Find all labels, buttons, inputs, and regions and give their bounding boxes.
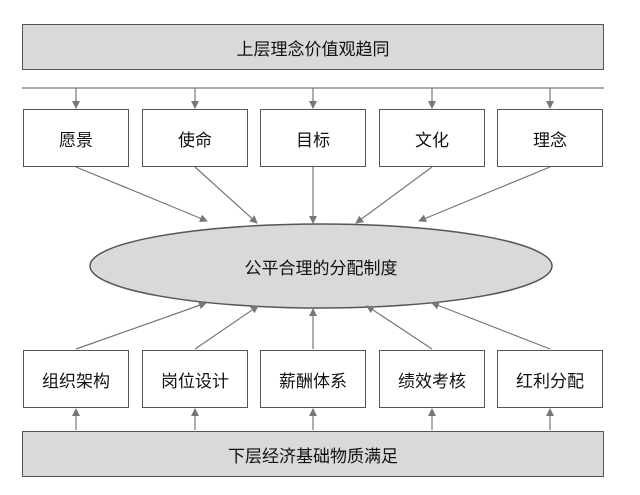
box-goal: 目标: [260, 109, 366, 167]
box-vision: 愿景: [23, 109, 129, 167]
box-vision-label: 愿景: [59, 130, 93, 151]
arrow-vision-to-center: [75, 166, 208, 223]
top-bar: 上层理念价值观趋同: [22, 24, 604, 70]
box-culture-label: 文化: [415, 130, 449, 151]
bottom-bar: 下层经济基础物质满足: [22, 431, 604, 477]
box-org-structure: 组织架构: [23, 350, 129, 408]
top-bar-label: 上层理念价值观趋同: [236, 39, 390, 60]
box-bonus: 红利分配: [497, 350, 603, 408]
box-performance: 绩效考核: [379, 350, 485, 408]
top-to-center-arrows: [75, 166, 551, 224]
box-philosophy-label: 理念: [533, 130, 567, 151]
box-mission-label: 使命: [178, 130, 212, 151]
top-drop-arrows: [72, 88, 554, 109]
arrow-post-to-center: [194, 305, 259, 350]
box-philosophy: 理念: [497, 109, 603, 167]
box-post-design: 岗位设计: [142, 350, 248, 408]
arrow-philosophy-to-center: [418, 166, 551, 223]
box-org-structure-label: 组织架构: [42, 371, 110, 392]
box-pay-system: 薪酬体系: [260, 350, 366, 408]
arrow-perf-to-center: [366, 305, 433, 350]
bottom-bar-label: 下层经济基础物质满足: [228, 446, 398, 467]
bottom-to-center-arrows: [75, 301, 551, 350]
box-pay-system-label: 薪酬体系: [279, 371, 347, 392]
box-post-design-label: 岗位设计: [161, 371, 229, 392]
arrow-org-to-center: [75, 301, 207, 350]
box-bonus-label: 红利分配: [516, 371, 584, 392]
bottom-rise-arrows: [72, 408, 554, 430]
arrow-mission-to-center: [194, 166, 258, 224]
arrow-culture-to-center: [355, 166, 433, 224]
box-culture: 文化: [379, 109, 485, 167]
center-label: 公平合理的分配制度: [244, 258, 398, 279]
box-goal-label: 目标: [296, 130, 330, 151]
center-ellipse-shape: [89, 223, 553, 309]
box-performance-label: 绩效考核: [398, 371, 466, 392]
box-mission: 使命: [142, 109, 248, 167]
arrow-bonus-to-center: [431, 301, 551, 350]
center-ellipse: 公平合理的分配制度: [90, 224, 552, 308]
